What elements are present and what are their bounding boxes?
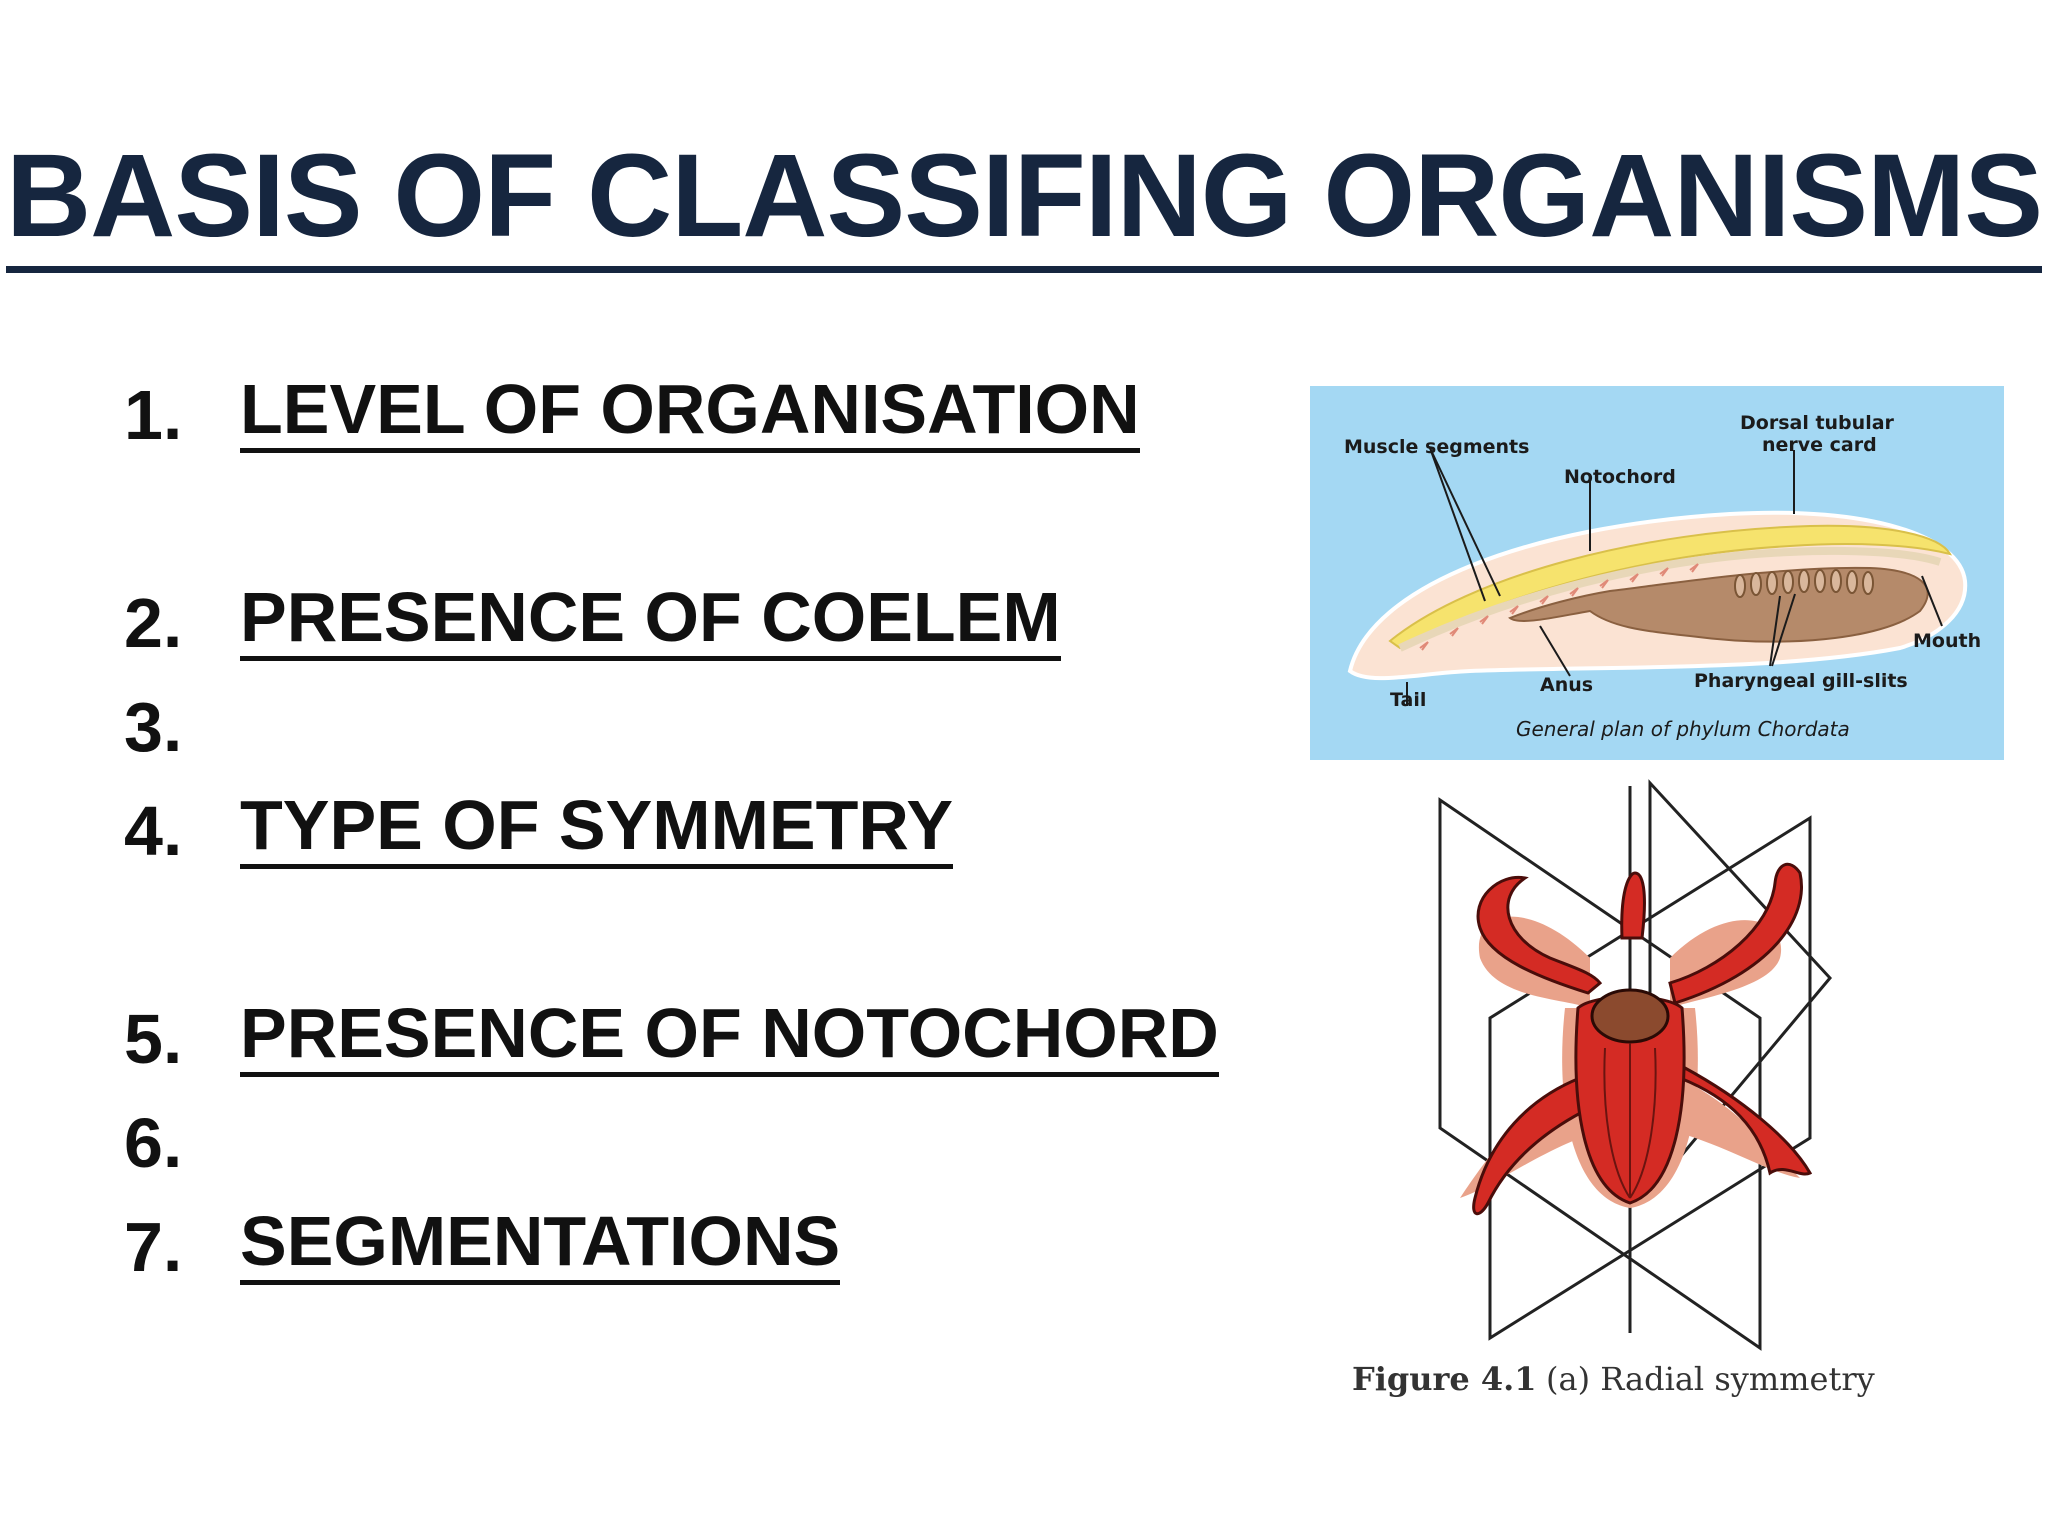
chordata-diagram: Muscle segments Notochord Dorsal tubular… — [1310, 386, 2004, 760]
list-item-number: 7. — [124, 1208, 183, 1286]
slide-title: BASIS OF CLASSIFING ORGANISMS — [0, 131, 2048, 273]
label-anus: Anus — [1540, 674, 1593, 696]
radial-caption-text: (a) Radial symmetry — [1546, 1360, 1875, 1398]
oral-disc-shape — [1590, 988, 1670, 1044]
chordata-caption: General plan of phylum Chordata — [1516, 717, 1850, 741]
nerve-cord-shape — [1388, 524, 1952, 650]
slide-title-text: BASIS OF CLASSIFING ORGANISMS — [5, 131, 2043, 273]
label-gill-slits: Pharyngeal gill-slits — [1694, 670, 1908, 692]
label-muscle-segments: Muscle segments — [1344, 436, 1529, 458]
gill-slits-shape — [1734, 569, 1874, 598]
list-item-label: TYPE OF SYMMETRY — [240, 786, 954, 869]
label-notochord: Notochord — [1564, 466, 1676, 488]
list-item-number: 3. — [124, 688, 183, 766]
list-item-number: 5. — [124, 1000, 183, 1078]
list-item-number: 6. — [124, 1104, 183, 1182]
list-item-number: 1. — [124, 376, 183, 454]
figure-number-text: Figure 4.1 — [1352, 1360, 1537, 1398]
list-item-number: 2. — [124, 584, 183, 662]
list-item-label: SEGMENTATIONS — [240, 1202, 841, 1285]
list-item-number: 4. — [124, 792, 183, 870]
label-nerve-cord-line1: Dorsal tubular — [1740, 412, 1895, 434]
label-nerve-cord-line2: nerve card — [1762, 434, 1877, 456]
notochord-shape — [1398, 546, 1942, 652]
body-grooves — [1603, 1043, 1657, 1199]
muscle-segments-shape — [1419, 563, 1699, 651]
list-item-label: PRESENCE OF NOTOCHORD — [240, 994, 1219, 1077]
label-mouth: Mouth — [1913, 630, 1981, 652]
leader-lines — [1406, 447, 1943, 706]
label-tail: Tail — [1390, 689, 1426, 711]
list-item-label: LEVEL OF ORGANISATION — [240, 370, 1140, 453]
radial-symmetry-diagram: Figure 4.1 (a) Radial symmetry — [1352, 779, 1875, 1398]
list-item-label: PRESENCE OF COELEM — [240, 578, 1061, 661]
